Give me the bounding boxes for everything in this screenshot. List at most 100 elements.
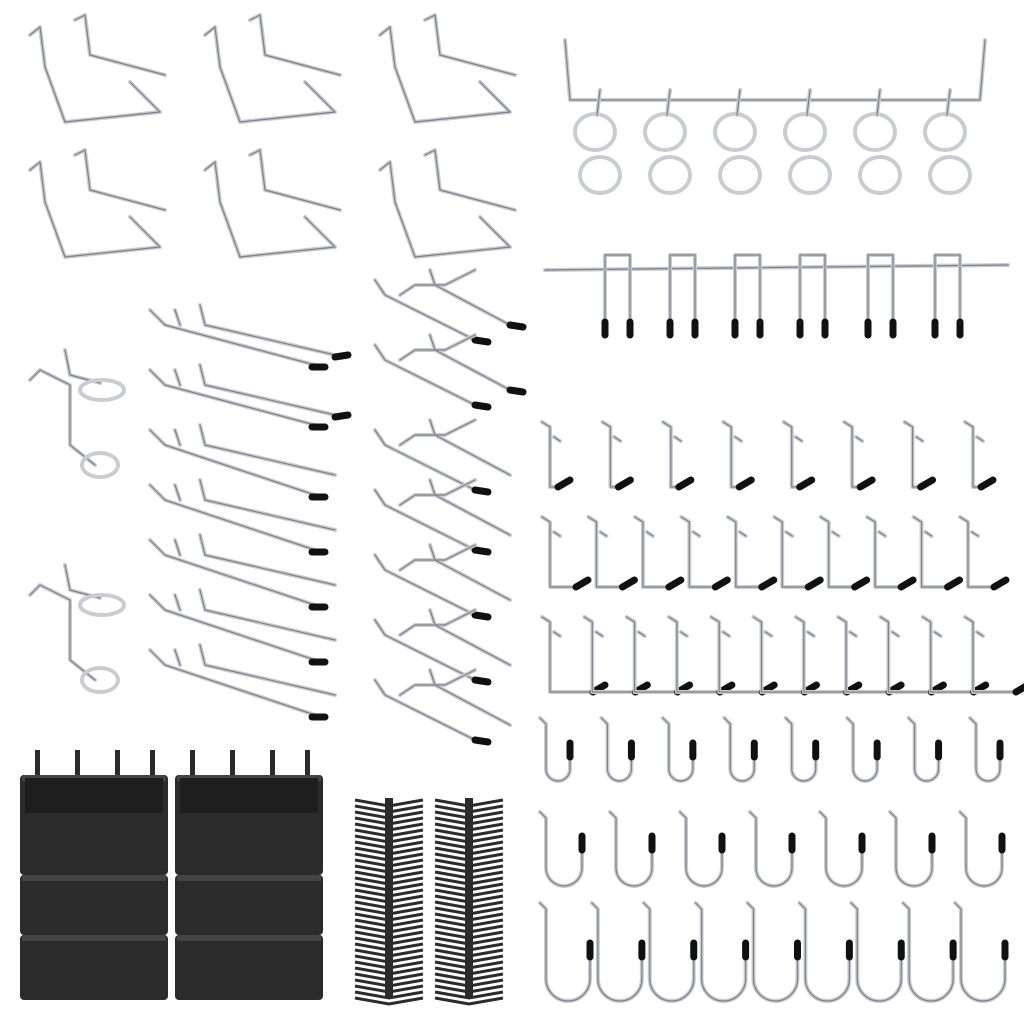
strip-spine	[385, 798, 393, 998]
rubber-tip	[1012, 683, 1024, 696]
rubber-tip	[618, 576, 638, 591]
lock-clip	[434, 960, 504, 970]
short-l-hook	[902, 420, 937, 491]
medium-j-hook	[818, 810, 866, 888]
lock-clip	[434, 954, 504, 964]
long-straight-hook	[148, 363, 352, 431]
long-l-hook	[666, 615, 736, 696]
long-straight-hook	[148, 533, 337, 611]
lock-clip	[434, 900, 504, 910]
strip-spine	[465, 798, 473, 998]
lock-clip	[434, 834, 504, 844]
lock-clip	[434, 828, 504, 838]
rubber-tip	[471, 736, 492, 746]
rubber-tip	[471, 546, 492, 556]
lock-clip	[354, 996, 424, 1006]
rubber-tip	[917, 476, 937, 491]
small-j-hook	[845, 716, 881, 783]
small-j-hook	[538, 716, 574, 783]
lock-clip	[354, 888, 424, 898]
medium-j-hook	[748, 810, 796, 888]
lock-clip	[434, 870, 504, 880]
long-l-hook	[709, 615, 778, 696]
medium-j-hook	[678, 810, 726, 888]
lock-clip	[434, 948, 504, 958]
rubber-tip	[471, 486, 492, 496]
storage-bin	[175, 750, 323, 875]
short-l-hook	[600, 420, 634, 491]
bin-rim	[177, 875, 321, 881]
double-prong-hook	[373, 668, 512, 746]
double-prong-hook	[373, 543, 512, 621]
large-j-hook	[849, 901, 905, 1003]
bin-peg	[115, 750, 120, 775]
rubber-tip	[711, 576, 731, 591]
loop-hook-rack	[563, 38, 987, 195]
short-l-hook	[721, 420, 755, 491]
large-j-hook	[693, 901, 750, 1003]
rubber-tip	[851, 576, 871, 591]
bin-peg	[270, 750, 275, 775]
rubber-tip	[804, 576, 824, 591]
loop	[643, 112, 687, 152]
lock-clip	[434, 882, 504, 892]
double-prong-hook	[373, 608, 512, 686]
bin-peg	[35, 750, 40, 775]
ring	[78, 593, 126, 617]
storage-bin	[20, 935, 168, 1000]
rubber-tip	[331, 351, 352, 361]
lock-clip	[434, 888, 504, 898]
loop	[783, 112, 827, 152]
medium-l-hook	[958, 515, 1010, 591]
medium-l-hook	[772, 515, 824, 591]
lock-clip	[354, 798, 424, 808]
lock-clip	[354, 870, 424, 880]
double-prong-hook	[373, 418, 512, 496]
lock-clip	[354, 942, 424, 952]
bin-peg	[150, 750, 155, 775]
lock-clip	[354, 936, 424, 946]
double-prong-hook	[373, 333, 527, 411]
long-l-hook	[582, 615, 651, 696]
long-l-hook	[920, 615, 990, 696]
bin-interior	[180, 778, 318, 813]
long-l-hook	[793, 615, 863, 696]
u-hook-rack-with-tips	[543, 253, 1010, 339]
lock-clip	[354, 948, 424, 958]
bin-body	[20, 875, 168, 935]
loop	[713, 112, 757, 152]
bin-rim	[22, 875, 166, 881]
rubber-tip	[572, 576, 592, 591]
small-j-hook	[660, 716, 697, 783]
large-j-hook	[745, 901, 801, 1003]
rubber-tip	[506, 386, 527, 396]
lock-clip	[354, 954, 424, 964]
rubber-tip	[944, 576, 964, 591]
rubber-tip	[471, 676, 492, 686]
lock-clip	[434, 912, 504, 922]
rubber-tip	[758, 576, 778, 591]
short-l-hook	[842, 420, 876, 491]
long-straight-hook	[148, 588, 337, 666]
bin-rim	[177, 935, 321, 941]
lock-clip	[354, 900, 424, 910]
small-j-hook	[722, 716, 758, 783]
rubber-tip	[856, 476, 876, 491]
lock-clip	[434, 978, 504, 988]
short-l-hook	[540, 420, 574, 491]
ring-holder	[28, 348, 126, 479]
medium-l-hook	[632, 515, 685, 591]
lock-clip	[434, 858, 504, 868]
long-l-hook	[878, 615, 947, 696]
u-hook	[203, 148, 342, 259]
storage-bin	[175, 935, 323, 1000]
lock-clip	[354, 834, 424, 844]
lock-clip	[354, 924, 424, 934]
small-j-hook	[783, 716, 820, 783]
rubber-tip	[990, 576, 1010, 591]
storage-bin	[20, 875, 168, 935]
rubber-tip	[735, 476, 755, 491]
lock-clip	[354, 978, 424, 988]
